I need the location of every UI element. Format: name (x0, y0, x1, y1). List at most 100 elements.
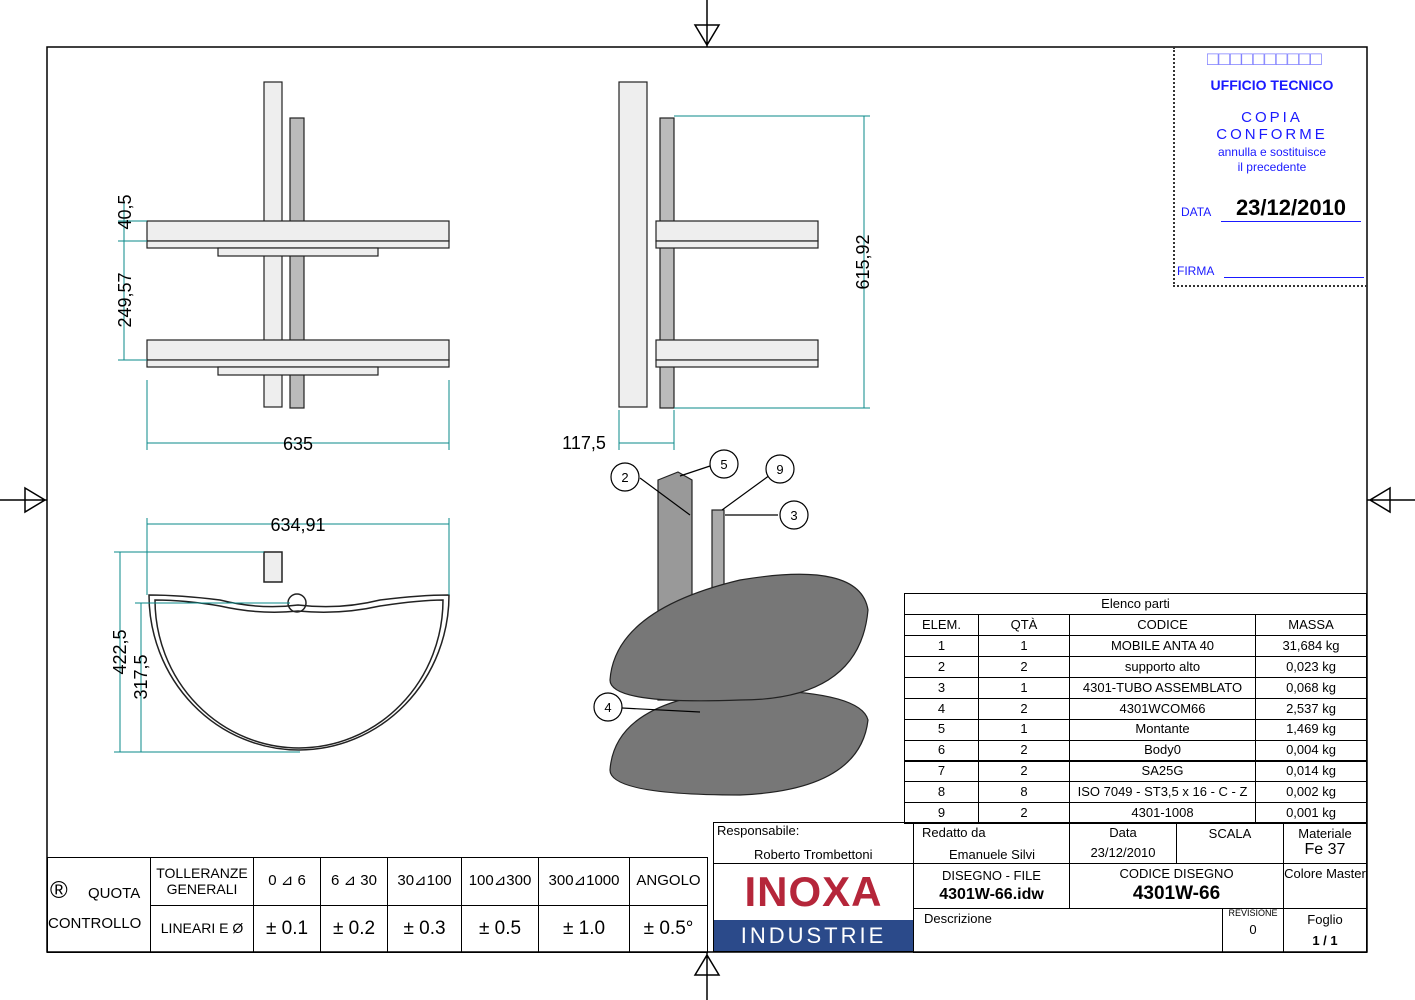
parts-cell: 31,684 kg (1255, 635, 1367, 657)
balloon-label: 3 (790, 508, 797, 523)
stamp-conforme: CONFORME (1216, 126, 1328, 143)
colore-label: Colore Master (1283, 863, 1367, 909)
tolerance-range: 6 ⊿ 30 (320, 857, 388, 906)
side-view (618, 81, 819, 409)
dim-634-91: 634,91 (270, 515, 325, 535)
center-mark-left (0, 486, 47, 514)
parts-cell: 5 (904, 718, 979, 741)
isometric-view (609, 471, 869, 796)
quota-controllo-cell: ® QUOTA CONTROLLO (47, 857, 151, 953)
data-value: 23/12/2010 (1090, 844, 1156, 860)
tolerance-range: 100⊿300 (461, 857, 539, 906)
stamp-date: 23/12/2010 (1221, 195, 1361, 222)
lineari-label: LINEARI E Ø (150, 905, 254, 953)
tolerance-value: ± 0.1 (253, 905, 321, 953)
revisione-cell: REVISIONE 0 (1222, 908, 1284, 953)
materiale-value: Fe 37 (1304, 841, 1346, 859)
stamp-firma-label: FIRMA (1177, 264, 1215, 278)
foglio-label: Foglio (1307, 911, 1343, 927)
tolerance-value: ± 0.3 (387, 905, 462, 953)
redatto-cell: Redatto da Emanuele Silvi (913, 822, 1070, 864)
parts-cell: 4301-1008 (1069, 802, 1256, 825)
approval-stamp: □□□□□□□□□□ UFFICIO TECNICO COPIA CONFORM… (1173, 47, 1367, 287)
parts-cell: 1,469 kg (1255, 718, 1367, 741)
balloon-9 (765, 454, 795, 484)
parts-cell: 2 (978, 802, 1070, 825)
center-mark-right (1367, 486, 1415, 514)
dim-317-5: 317,5 (131, 654, 151, 699)
logo-bottom: INDUSTRIE (714, 920, 913, 951)
balloons (593, 449, 809, 722)
parts-cell: ISO 7049 - ST3,5 x 16 - C - Z (1069, 781, 1256, 804)
parts-cell: 2,537 kg (1255, 697, 1367, 720)
tolleranze-label: TOLLERANZE (156, 865, 248, 882)
parts-cell: MOBILE ANTA 40 (1069, 635, 1256, 657)
balloon-label: 4 (604, 700, 611, 715)
responsabile-cell: Responsabile: Roberto Trombettoni (713, 822, 914, 864)
parts-cell: SA25G (1069, 760, 1256, 783)
redatto-name: Emanuele Silvi (949, 847, 1035, 862)
balloon-4 (593, 692, 623, 722)
codice-value: 4301W-66 (1132, 882, 1221, 904)
descrizione-label: Descrizione (913, 908, 1223, 953)
parts-cell: 3 (904, 676, 979, 699)
materiale-label: Materiale (1298, 826, 1352, 842)
parts-cell: 2 (978, 697, 1070, 720)
materiale-cell: Materiale Fe 37 (1283, 822, 1367, 864)
disegno-cell: DISEGNO - FILE 4301W-66.idw (913, 863, 1070, 909)
stamp-office: UFFICIO TECNICO (1210, 77, 1334, 93)
parts-cell: 1 (978, 635, 1070, 657)
tolerance-range: 0 ⊿ 6 (253, 857, 321, 906)
inoxa-logo: INOXA INDUSTRIE (713, 863, 914, 952)
balloon-3 (779, 500, 809, 530)
parts-cell: 2 (978, 655, 1070, 678)
parts-cell: supporto alto (1069, 655, 1256, 678)
parts-cell: 0,004 kg (1255, 739, 1367, 762)
parts-header: ELEM. (904, 614, 979, 636)
controllo-label: CONTROLLO (48, 915, 142, 932)
dim-422-5: 422,5 (110, 629, 130, 674)
top-view (148, 551, 450, 751)
tolerance-value: ± 0.5° (629, 905, 708, 953)
dim-40-5: 40,5 (115, 194, 135, 229)
tolleranze-cell: TOLLERANZE GENERALI (150, 857, 254, 906)
revisione-value: 0 (1249, 921, 1257, 937)
stamp-copia: COPIA (1241, 109, 1303, 126)
tolerance-value: ± 1.0 (538, 905, 630, 953)
generali-label: GENERALI (166, 880, 238, 897)
stamp-note: annulla e sostituisce (1217, 145, 1327, 159)
stamp-boxes: □□□□□□□□□□ (1207, 49, 1322, 70)
data-cell: Data 23/12/2010 (1069, 822, 1177, 864)
disegno-value: 4301W-66.idw (939, 885, 1044, 903)
parts-cell: 4 (904, 697, 979, 720)
parts-cell: 0,068 kg (1255, 676, 1367, 699)
stamp-data-label: DATA (1181, 205, 1212, 219)
parts-cell: 8 (904, 781, 979, 804)
parts-header: MASSA (1255, 614, 1367, 636)
quota-label: QUOTA (88, 885, 141, 902)
stamp-note: il precedente (1237, 160, 1307, 174)
disegno-label: DISEGNO - FILE (942, 867, 1041, 883)
parts-cell: 7 (904, 760, 979, 783)
registered-icon: ® (50, 877, 68, 904)
parts-cell: 2 (904, 655, 979, 678)
tolerance-range: 300⊿1000 (538, 857, 630, 906)
balloon-label: 2 (621, 470, 628, 485)
parts-cell: Body0 (1069, 739, 1256, 762)
parts-cell: 0,002 kg (1255, 781, 1367, 804)
parts-cell: 0,023 kg (1255, 655, 1367, 678)
parts-cell: 0,001 kg (1255, 802, 1367, 825)
logo-top: INOXA (714, 864, 913, 920)
parts-cell: 2 (978, 760, 1070, 783)
dim-117-5: 117,5 (562, 433, 606, 453)
parts-cell: 0,014 kg (1255, 760, 1367, 783)
responsabile-label: Responsabile: (717, 823, 800, 838)
balloon-label: 5 (720, 457, 727, 472)
parts-title: Elenco parti (904, 593, 1367, 615)
balloon-5 (709, 449, 739, 479)
balloon-2 (610, 462, 640, 492)
dim-635: 635 (283, 434, 313, 454)
parts-cell: 9 (904, 802, 979, 825)
revisione-label: REVISIONE (1228, 908, 1278, 918)
